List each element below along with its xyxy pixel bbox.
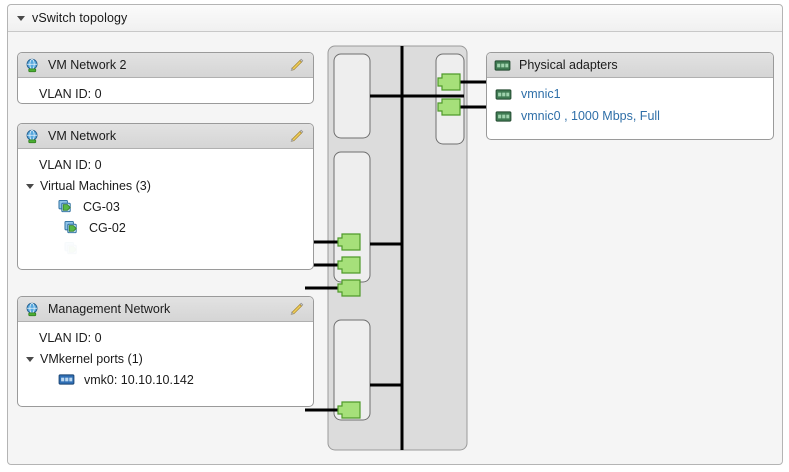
card-body: VLAN ID: 0 — [18, 78, 313, 103]
virtual-machine-icon — [64, 241, 80, 256]
network-name: Management Network — [48, 302, 171, 316]
list-item-virtual-machine[interactable] — [18, 238, 313, 259]
group-vmkernel-ports[interactable]: VMkernel ports (1) — [18, 348, 313, 369]
panel-header[interactable]: vSwitch topology — [8, 5, 782, 32]
physical-adapters-title: Physical adapters — [519, 58, 618, 72]
network-name: VM Network 2 — [48, 58, 127, 72]
panel-body: VM Network 2 VLAN ID: 0 — [8, 32, 782, 464]
page-title: vSwitch topology — [32, 11, 128, 25]
physical-adapter-link[interactable]: vmnic0 , 1000 Mbps, Full — [521, 109, 660, 123]
list-item-virtual-machine[interactable]: CG-03 — [18, 196, 313, 217]
pencil-icon[interactable] — [288, 301, 305, 318]
group-label: VMkernel ports (1) — [40, 351, 143, 366]
physical-adapter-icon — [494, 59, 511, 72]
network-card-vm-network[interactable]: VM Network VLAN ID: 0 Virtual Machines (… — [17, 123, 314, 270]
vlan-id-label: VLAN ID: 0 — [39, 330, 102, 345]
virtual-machine-icon — [58, 199, 74, 214]
physical-adapters-header: Physical adapters — [487, 53, 773, 78]
card-body: VLAN ID: 0 VMkernel ports (1) — [18, 322, 313, 396]
network-card-vm-network-2[interactable]: VM Network 2 VLAN ID: 0 — [17, 52, 314, 104]
network-card-management-network[interactable]: Management Network VLAN ID: 0 VMkernel p… — [17, 296, 314, 407]
vlan-id-label: VLAN ID: 0 — [39, 86, 102, 101]
physical-adapter-link[interactable]: vmnic1 — [521, 87, 561, 101]
vswitch-topology-panel: vSwitch topology — [7, 4, 783, 465]
physical-adapter-icon — [495, 88, 512, 101]
triangle-down-icon[interactable] — [17, 16, 25, 21]
card-header: Management Network — [18, 297, 313, 322]
list-item-vmkernel-port[interactable]: vmk0: 10.10.10.142 — [18, 369, 313, 390]
vmkernel-port-label: vmk0: 10.10.10.142 — [84, 372, 194, 387]
physical-adapters-body: vmnic1 vmnic0 , 1000 Mbps, Full — [487, 78, 773, 134]
pencil-icon[interactable] — [288, 128, 305, 145]
network-name: VM Network — [48, 129, 117, 143]
network-globe-icon — [25, 302, 40, 317]
vmkernel-adapter-icon — [58, 373, 75, 386]
virtual-machine-name: CG-02 — [89, 220, 126, 235]
physical-adapter-icon — [495, 110, 512, 123]
virtual-machine-icon — [64, 220, 80, 235]
list-item-physical-adapter[interactable]: vmnic1 — [487, 83, 773, 105]
card-header: VM Network — [18, 124, 313, 149]
group-virtual-machines[interactable]: Virtual Machines (3) — [18, 175, 313, 196]
list-item-virtual-machine[interactable]: CG-02 — [18, 217, 313, 238]
card-body: VLAN ID: 0 Virtual Machines (3) — [18, 149, 313, 265]
triangle-down-icon[interactable] — [26, 183, 34, 189]
card-header: VM Network 2 — [18, 53, 313, 78]
network-globe-icon — [25, 129, 40, 144]
group-label: Virtual Machines (3) — [40, 178, 151, 193]
virtual-machine-name: CG-03 — [83, 199, 120, 214]
network-globe-icon — [25, 58, 40, 73]
pencil-icon[interactable] — [288, 57, 305, 74]
physical-adapters-card[interactable]: Physical adapters vmnic1 — [486, 52, 774, 140]
list-item-physical-adapter[interactable]: vmnic0 , 1000 Mbps, Full — [487, 105, 773, 127]
triangle-down-icon[interactable] — [26, 356, 34, 362]
vlan-id-label: VLAN ID: 0 — [39, 157, 102, 172]
